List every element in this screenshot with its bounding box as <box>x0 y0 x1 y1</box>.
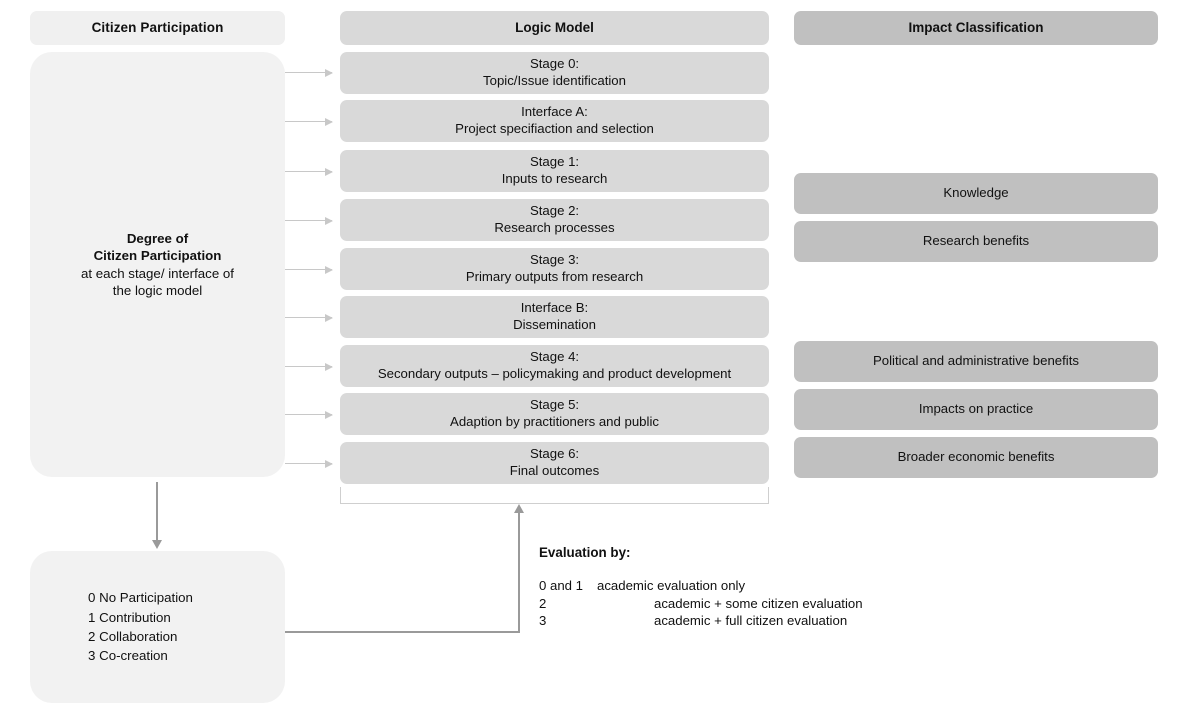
impact-box-broader-economic-benefits: Broader economic benefits <box>794 437 1158 478</box>
logic-model-header: Logic Model <box>340 11 769 45</box>
evaluation-key-1: 2 <box>539 595 547 611</box>
arrow-to-stage-7 <box>285 410 333 419</box>
stage-title-7: Stage 5: <box>529 397 580 413</box>
participation-level-2: 2 Collaboration <box>88 629 178 644</box>
participation-level-1: 1 Contribution <box>88 609 171 625</box>
stage-box-6: Stage 4: Secondary outputs – policymakin… <box>340 345 769 387</box>
stage-subtitle-6: Secondary outputs – policymaking and pro… <box>377 366 732 381</box>
participation-level-0: 0 No Participation <box>88 590 193 606</box>
stage-subtitle-7: Adaption by practitioners and public <box>450 414 659 429</box>
stage-title-0: Stage 0: <box>529 56 580 72</box>
arrow-down-to-levels <box>152 482 162 549</box>
stage-title-3: Stage 2: <box>529 203 580 219</box>
stage-box-5: Interface B: Dissemination <box>340 296 769 338</box>
stage-subtitle-0: Topic/Issue identification <box>483 73 626 88</box>
evaluation-title: Evaluation by: <box>539 545 631 560</box>
evaluation-key-0: 0 and 1 <box>539 578 583 594</box>
arrow-to-stage-5 <box>285 313 333 322</box>
degree-line-4: the logic model <box>112 282 203 298</box>
stage-title-2: Stage 1: <box>529 154 580 170</box>
participation-levels-panel: 0 No Participation 1 Contribution 2 Coll… <box>30 551 285 703</box>
arrow-to-stage-2 <box>285 167 333 176</box>
stage-title-4: Stage 3: <box>529 252 580 268</box>
stage-title-5: Interface B: <box>520 300 589 316</box>
stage-title-1: Interface A: <box>521 104 588 120</box>
degree-of-citizen-participation-panel: Degree of Citizen Participation at each … <box>30 52 285 477</box>
degree-line-2: Citizen Participation <box>93 248 222 264</box>
stage-subtitle-4: Primary outputs from research <box>465 269 644 284</box>
citizen-participation-header: Citizen Participation <box>30 11 285 45</box>
evaluation-row-0: 0 and 1 academic evaluation only <box>539 579 879 592</box>
stage-box-0: Stage 0: Topic/Issue identification <box>340 52 769 94</box>
stage-box-3: Stage 2: Research processes <box>340 199 769 241</box>
arrow-to-stage-3 <box>285 216 333 225</box>
arrow-to-stage-1 <box>285 117 333 126</box>
arrow-to-stage-6 <box>285 362 333 371</box>
arrow-to-stage-8 <box>285 459 333 468</box>
impact-box-knowledge: Knowledge <box>794 173 1158 214</box>
stage-title-8: Stage 6: <box>529 446 580 462</box>
stage-subtitle-5: Dissemination <box>513 317 596 332</box>
evaluation-row-1: 2 academic + some citizen evaluation <box>539 595 879 611</box>
degree-line-3: at each stage/ interface of <box>80 265 234 281</box>
stage-subtitle-3: Research processes <box>494 220 615 235</box>
stage-subtitle-1: Project specifiaction and selection <box>455 121 654 136</box>
degree-line-1: Degree of <box>126 231 189 247</box>
evaluation-key-2: 3 <box>539 612 547 628</box>
stage-box-7: Stage 5: Adaption by practitioners and p… <box>340 393 769 435</box>
stage-box-8: Stage 6: Final outcomes <box>340 442 769 484</box>
stage-title-6: Stage 4: <box>529 349 580 365</box>
stage-box-4: Stage 3: Primary outputs from research <box>340 248 769 290</box>
impact-box-impacts-on-practice: Impacts on practice <box>794 389 1158 430</box>
stage-subtitle-8: Final outcomes <box>509 463 600 478</box>
evaluation-value-0: academic evaluation only <box>597 578 746 594</box>
stage-box-2: Stage 1: Inputs to research <box>340 150 769 192</box>
participation-level-3: 3 Co-creation <box>88 648 168 664</box>
evaluation-value-2: academic + full citizen evaluation <box>654 612 848 628</box>
elbow-horizontal-to-evaluation <box>285 631 520 633</box>
arrow-to-stage-0 <box>285 68 333 77</box>
elbow-vertical-to-bracket <box>514 504 524 633</box>
impact-box-political-administrative-benefits: Political and administrative benefits <box>794 341 1158 382</box>
arrow-to-stage-4 <box>285 265 333 274</box>
impact-classification-header: Impact Classification <box>794 11 1158 45</box>
impact-box-research-benefits: Research benefits <box>794 221 1158 262</box>
stage-box-1: Interface A: Project specifiaction and s… <box>340 100 769 142</box>
evaluation-row-2: 3 academic + full citizen evaluation <box>539 614 879 627</box>
stage-subtitle-2: Inputs to research <box>501 171 608 186</box>
logic-model-bracket <box>340 487 769 504</box>
evaluation-value-1: academic + some citizen evaluation <box>654 595 863 611</box>
evaluation-legend: Evaluation by: 0 and 1 academic evaluati… <box>539 546 879 631</box>
